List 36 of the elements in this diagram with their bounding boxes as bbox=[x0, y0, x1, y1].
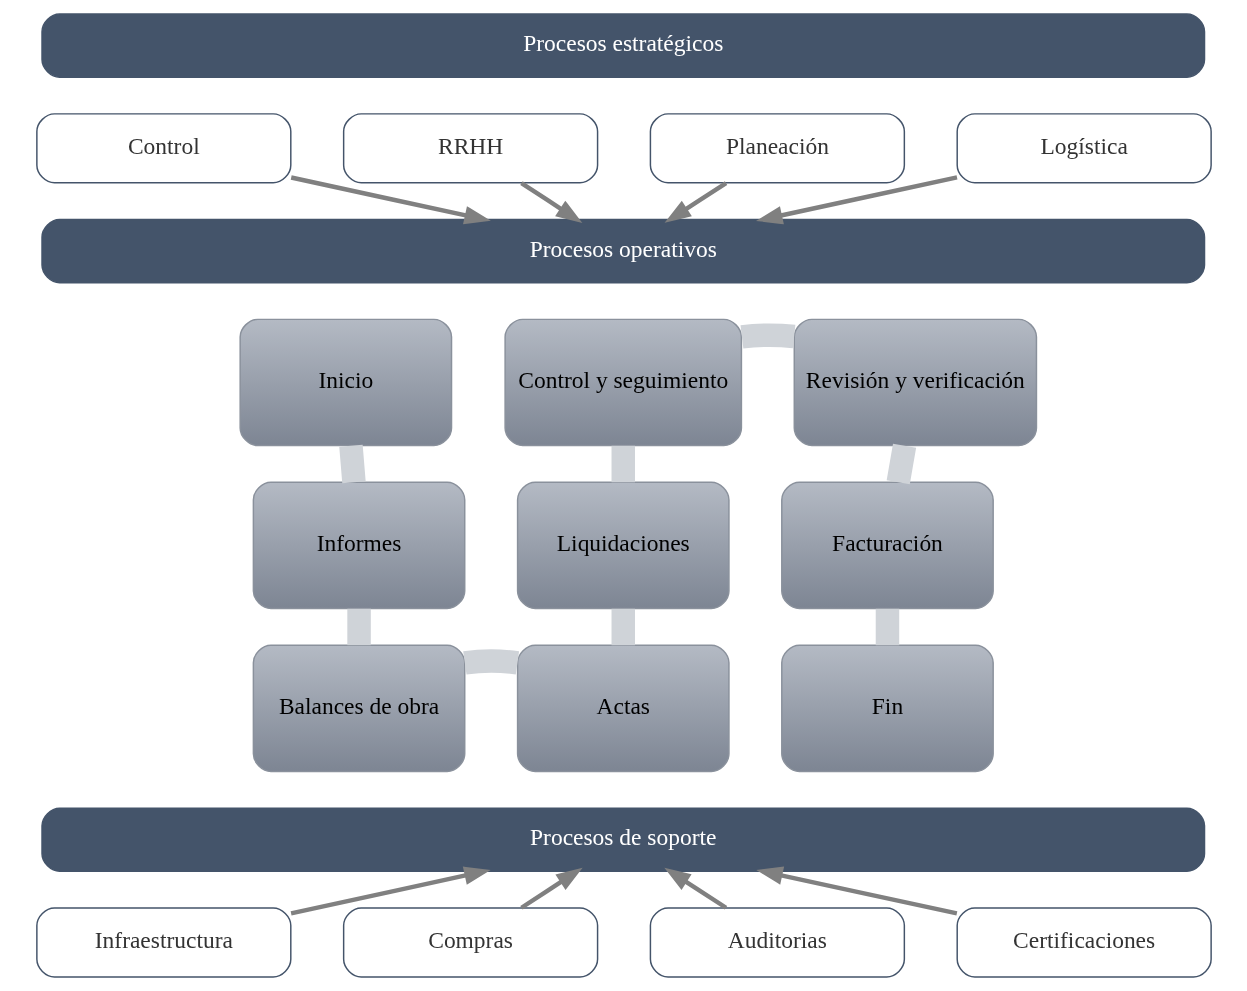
node-box: Facturación bbox=[780, 481, 994, 610]
connector bbox=[875, 608, 899, 646]
arrow bbox=[664, 181, 727, 223]
node-box: Planeación bbox=[649, 113, 905, 184]
arrow bbox=[290, 175, 491, 225]
connector bbox=[611, 445, 635, 483]
arrow bbox=[663, 867, 727, 910]
node-box: Control y seguimiento bbox=[503, 318, 742, 447]
node-box: Certificaciones bbox=[955, 907, 1212, 978]
node-box: Control bbox=[35, 113, 292, 184]
node-box: Infraestructura bbox=[35, 907, 292, 978]
node-box: Inicio bbox=[238, 318, 452, 447]
node-box: Procesos estratégicos bbox=[40, 13, 1205, 78]
node-box: Auditorias bbox=[649, 907, 905, 978]
arrow bbox=[755, 175, 957, 225]
node-box: Fin bbox=[780, 644, 994, 773]
connector bbox=[338, 444, 366, 484]
arrow bbox=[755, 866, 957, 916]
connector bbox=[886, 443, 916, 485]
node-box: Liquidaciones bbox=[516, 481, 730, 610]
node-box: Compras bbox=[342, 907, 598, 978]
arrow bbox=[519, 181, 582, 223]
node-box: Logística bbox=[955, 113, 1212, 184]
node-box: Revisión y verificación bbox=[793, 318, 1037, 447]
connector bbox=[346, 608, 371, 646]
node-box: Balances de obra bbox=[252, 644, 465, 773]
node-box: Actas bbox=[516, 644, 730, 773]
arrow bbox=[519, 867, 583, 910]
connector bbox=[740, 323, 795, 349]
node-box: Procesos de soporte bbox=[40, 807, 1205, 872]
node-box: Procesos operativos bbox=[40, 218, 1205, 284]
node-box: RRHH bbox=[342, 113, 598, 184]
node-box: Informes bbox=[252, 481, 465, 610]
connector bbox=[462, 649, 519, 675]
arrow bbox=[290, 866, 491, 916]
connector bbox=[611, 608, 635, 646]
